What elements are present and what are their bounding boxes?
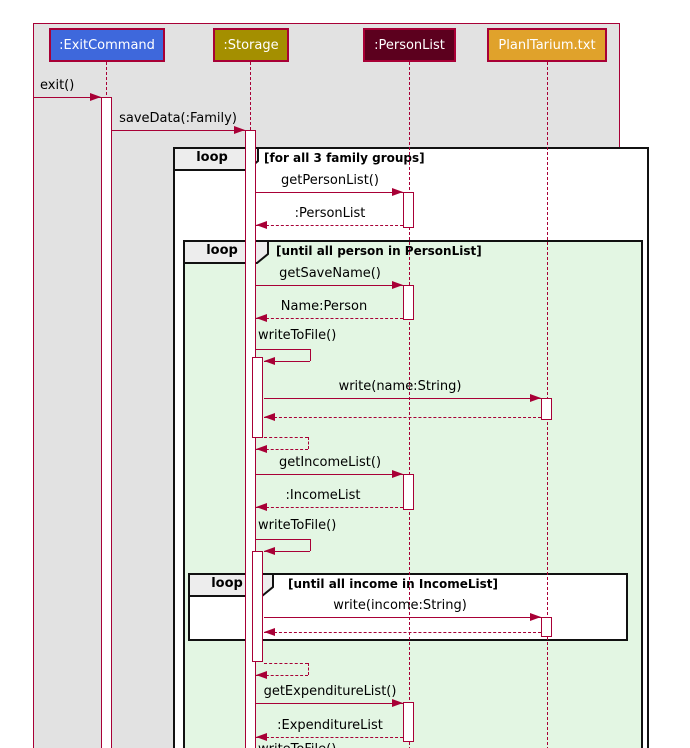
activation-bar-personlist — [403, 474, 414, 510]
participant-personlist: :PersonList — [363, 28, 456, 62]
message-arrowhead — [392, 280, 403, 289]
activation-bar-personlist — [403, 192, 414, 228]
self-return-message-side — [308, 663, 309, 675]
message-label: Name:Person — [280, 299, 368, 314]
message-line — [256, 703, 403, 704]
participant-exitcommand: :ExitCommand — [49, 28, 165, 62]
message-line — [256, 192, 403, 193]
message-label: writeToFile() — [258, 518, 337, 533]
self-message-top — [256, 349, 310, 350]
message-line — [256, 285, 403, 286]
self-message-bottom — [264, 551, 310, 552]
lifeline-personlist — [409, 62, 410, 748]
message-label: write(name:String) — [338, 379, 462, 394]
message-arrowhead — [530, 393, 541, 402]
message-label: :PersonList — [294, 206, 366, 221]
message-arrowhead — [530, 612, 541, 621]
message-label: write(income:String) — [333, 598, 467, 613]
message-label: getIncomeList() — [278, 455, 382, 470]
message-line — [264, 617, 541, 618]
activation-bar-planitarium — [541, 398, 552, 420]
loop-condition: [for all 3 family groups] — [264, 151, 425, 165]
return-message-line — [264, 632, 541, 633]
return-message-line — [264, 417, 541, 418]
participant-storage: :Storage — [213, 28, 289, 62]
message-line — [34, 97, 101, 98]
self-message-side — [310, 539, 311, 551]
self-return-message-bottom — [256, 675, 308, 676]
activation-bar-planitarium — [541, 617, 552, 637]
message-arrowhead — [256, 732, 267, 741]
self-message-side — [310, 349, 311, 361]
message-label: :ExpenditureList — [277, 718, 383, 733]
self-message-arrowhead — [264, 356, 275, 365]
message-arrowhead — [264, 412, 275, 421]
loop-condition: [until all person in PersonList] — [276, 244, 482, 258]
message-arrowhead — [392, 469, 403, 478]
message-arrowhead — [256, 502, 267, 511]
activation-bar-storage — [245, 130, 256, 748]
message-label: getSaveName() — [279, 266, 381, 281]
message-arrowhead — [256, 313, 267, 322]
message-arrowhead — [256, 220, 267, 229]
message-label: writeToFile() — [258, 328, 337, 343]
return-message-line — [256, 225, 403, 226]
message-label: getPersonList() — [281, 173, 379, 188]
self-return-message-arrowhead — [256, 670, 267, 679]
message-label: :IncomeList — [285, 488, 361, 503]
message-arrowhead — [392, 698, 403, 707]
loop-operator-label: loop — [211, 576, 243, 591]
return-message-line — [256, 737, 403, 738]
return-message-line — [256, 507, 403, 508]
self-message-bottom — [264, 361, 310, 362]
message-arrowhead — [234, 125, 245, 134]
self-message-top — [256, 539, 310, 540]
self-return-message-bottom — [256, 449, 308, 450]
message-arrowhead — [392, 187, 403, 196]
activation-bar-exitcommand — [101, 97, 112, 748]
message-label: writeToFile() — [258, 742, 336, 748]
self-return-message-arrowhead — [256, 444, 267, 453]
message-label: saveData(:Family) — [119, 111, 237, 126]
activation-bar-storage — [252, 551, 263, 662]
self-return-message-side — [308, 437, 309, 449]
return-message-line — [256, 318, 403, 319]
activation-bar-storage — [252, 357, 263, 438]
message-line — [112, 130, 245, 131]
message-line — [256, 474, 403, 475]
message-arrowhead — [264, 627, 275, 636]
message-label: exit() — [40, 78, 75, 93]
loop-operator-label: loop — [196, 150, 228, 165]
self-message-arrowhead — [264, 546, 275, 555]
activation-bar-personlist — [403, 285, 414, 320]
loop-condition: [until all income in IncomeList] — [288, 577, 499, 591]
message-arrowhead — [90, 92, 101, 101]
message-label: getExpenditureList() — [263, 684, 397, 699]
participant-planitarium: PlanITarium.txt — [487, 28, 607, 62]
self-return-message-top — [264, 437, 308, 438]
loop-operator-label: loop — [206, 243, 238, 258]
message-line — [264, 398, 541, 399]
self-return-message-top — [264, 663, 308, 664]
activation-bar-personlist — [403, 702, 414, 742]
